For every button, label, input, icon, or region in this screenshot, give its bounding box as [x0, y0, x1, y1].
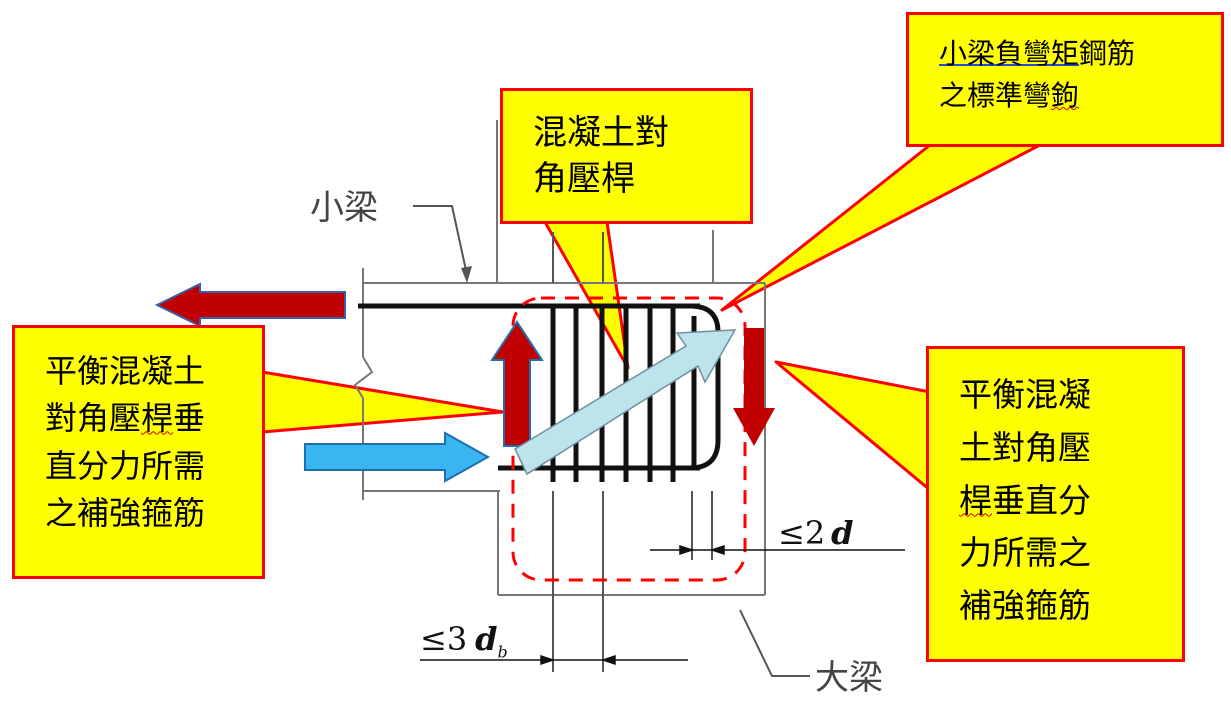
- compression-arrow-right: [304, 431, 491, 483]
- right-callout-line-3b: 垂直分: [992, 480, 1091, 520]
- dim-2d-var: d: [831, 514, 854, 552]
- left-callout-pointer: [260, 370, 505, 434]
- right-callout-line-3: 桿垂直分: [959, 475, 1182, 528]
- hook-callout: 小梁負彎矩鋼筋 之標準彎鉤: [906, 12, 1224, 147]
- right-callout-line-5: 補強箍筋: [959, 586, 1091, 626]
- standard-hook: [689, 303, 721, 471]
- right-callout-line-3a: 桿: [959, 480, 992, 520]
- dimension-2d: [650, 544, 905, 556]
- small-beam-leader: [413, 205, 468, 276]
- left-callout-line-2a: 對角壓: [45, 399, 142, 438]
- large-beam-leader: [739, 609, 810, 677]
- large-beam-outline: [496, 120, 766, 596]
- right-callout-line-4: 力所需之: [959, 533, 1091, 573]
- left-callout-line-3: 直分力所需: [45, 446, 206, 485]
- right-callout-pointer: [774, 360, 932, 492]
- hook-callout-line-2: 之標準彎鉤: [939, 75, 1221, 117]
- diagonal-strut-arrow: [514, 329, 737, 476]
- dim-2d-symbol: ≤2: [778, 514, 826, 552]
- dim-3db-symbol: ≤3: [420, 620, 468, 658]
- right-callout-line-2: 土對角壓: [959, 427, 1091, 467]
- strut-callout-pointer: [543, 220, 630, 370]
- right-stirrup-callout: 平衡混凝 土對角壓 桿垂直分 力所需之 補強箍筋: [926, 346, 1185, 662]
- left-callout-line-2: 對角壓桿垂: [45, 395, 262, 442]
- hook-callout-line-2a: 之標準彎: [939, 79, 1052, 112]
- right-callout-line-1: 平衡混凝: [959, 375, 1091, 414]
- left-stirrup-callout: 平衡混凝土 對角壓桿垂 直分力所需 之補強箍筋: [12, 325, 265, 579]
- small-beam-label: 小梁: [310, 188, 378, 228]
- down-force-arrow: [733, 328, 775, 446]
- tension-arrow-left: [154, 282, 346, 328]
- left-callout-line-2b: 桿: [141, 399, 174, 438]
- hook-callout-line-1a: 小梁負彎矩: [939, 37, 1080, 70]
- small-beam-leader-head: [461, 266, 472, 283]
- hook-callout-pointer: [720, 143, 1042, 312]
- left-callout-line-4: 之補強箍筋: [45, 494, 206, 533]
- small-beam-outline: [353, 268, 765, 500]
- concrete-strut-callout: 混凝土對 角壓桿: [500, 88, 753, 224]
- dim-3db-var: d: [475, 620, 498, 658]
- dim-3db-sub: b: [497, 642, 508, 662]
- hook-callout-line-2b: 鉤: [1051, 79, 1080, 112]
- left-callout-line-1: 平衡混凝土: [45, 352, 206, 390]
- strut-callout-line-2: 角壓桿: [533, 158, 635, 199]
- hook-callout-line-1: 小梁負彎矩鋼筋: [939, 33, 1221, 75]
- up-force-arrow: [490, 320, 544, 447]
- left-callout-line-2c: 垂: [173, 399, 206, 438]
- dimension-3db: [420, 654, 688, 666]
- hook-callout-line-1b: 鋼筋: [1079, 37, 1136, 70]
- strut-callout-line-1: 混凝土對: [533, 113, 669, 153]
- large-beam-label: 大梁: [815, 658, 883, 698]
